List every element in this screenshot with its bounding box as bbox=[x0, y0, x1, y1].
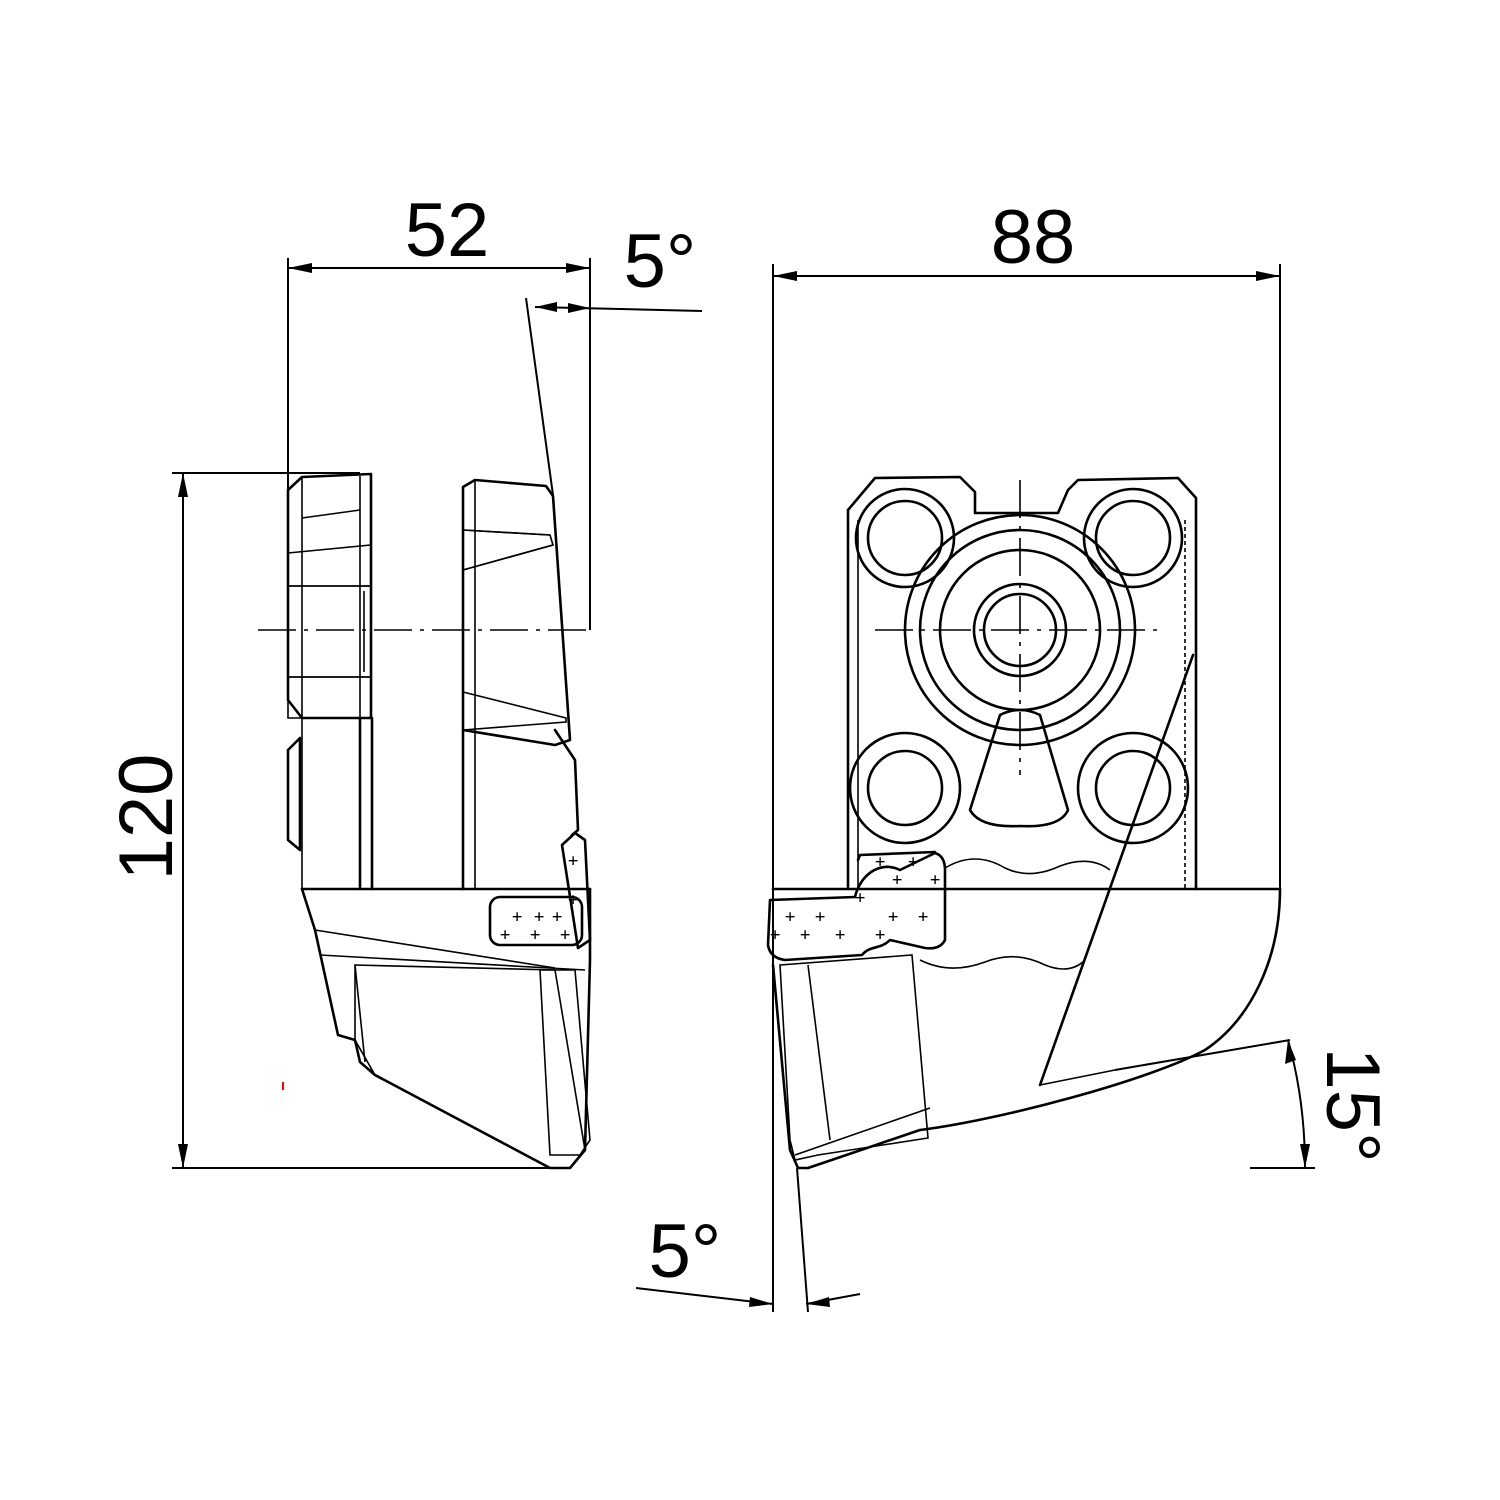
side-body bbox=[300, 887, 592, 1170]
angle-15-label: 15° bbox=[1310, 1048, 1395, 1163]
svg-text:+: + bbox=[892, 870, 902, 890]
front-view: 88 bbox=[635, 195, 1395, 1313]
dimension-120-label: 120 bbox=[104, 754, 189, 881]
angle-15: 15° bbox=[1114, 1039, 1395, 1169]
side-view: 52 5° 120 bbox=[104, 188, 703, 1170]
dimension-88: 88 bbox=[772, 195, 1281, 1312]
svg-text:+: + bbox=[875, 852, 885, 872]
dimension-120: 120 bbox=[104, 472, 560, 1169]
angle-5-top: 5° bbox=[525, 219, 703, 496]
side-insert: +++ +++ ++ bbox=[488, 831, 592, 950]
svg-text:+: + bbox=[918, 907, 928, 927]
svg-text:+: + bbox=[512, 907, 522, 927]
svg-text:+: + bbox=[552, 907, 562, 927]
svg-text:+: + bbox=[770, 925, 780, 945]
svg-text:+: + bbox=[568, 890, 578, 910]
svg-text:+: + bbox=[534, 907, 544, 927]
angle-5-bottom-label: 5° bbox=[649, 1209, 722, 1294]
svg-text:+: + bbox=[500, 925, 510, 945]
svg-text:+: + bbox=[875, 925, 885, 945]
front-insert: ++ ++ +++++ ++++ bbox=[766, 850, 947, 962]
svg-text:+: + bbox=[855, 888, 865, 908]
svg-text:+: + bbox=[888, 907, 898, 927]
svg-text:+: + bbox=[908, 852, 918, 872]
angle-5-bottom: 5° bbox=[635, 1167, 861, 1313]
dimension-88-label: 88 bbox=[991, 195, 1076, 280]
svg-text:+: + bbox=[568, 851, 578, 871]
svg-text:+: + bbox=[930, 870, 940, 890]
svg-text:+: + bbox=[835, 925, 845, 945]
svg-text:+: + bbox=[560, 925, 570, 945]
svg-text:+: + bbox=[800, 925, 810, 945]
right-prong bbox=[461, 478, 580, 891]
svg-text:+: + bbox=[815, 907, 825, 927]
dimension-52-label: 52 bbox=[405, 188, 490, 273]
svg-text:+: + bbox=[530, 925, 540, 945]
dimension-52: 52 bbox=[287, 188, 591, 630]
svg-text:+: + bbox=[785, 907, 795, 927]
angle-5-top-label: 5° bbox=[624, 219, 697, 304]
front-block bbox=[846, 475, 1198, 970]
left-prong bbox=[286, 472, 374, 891]
